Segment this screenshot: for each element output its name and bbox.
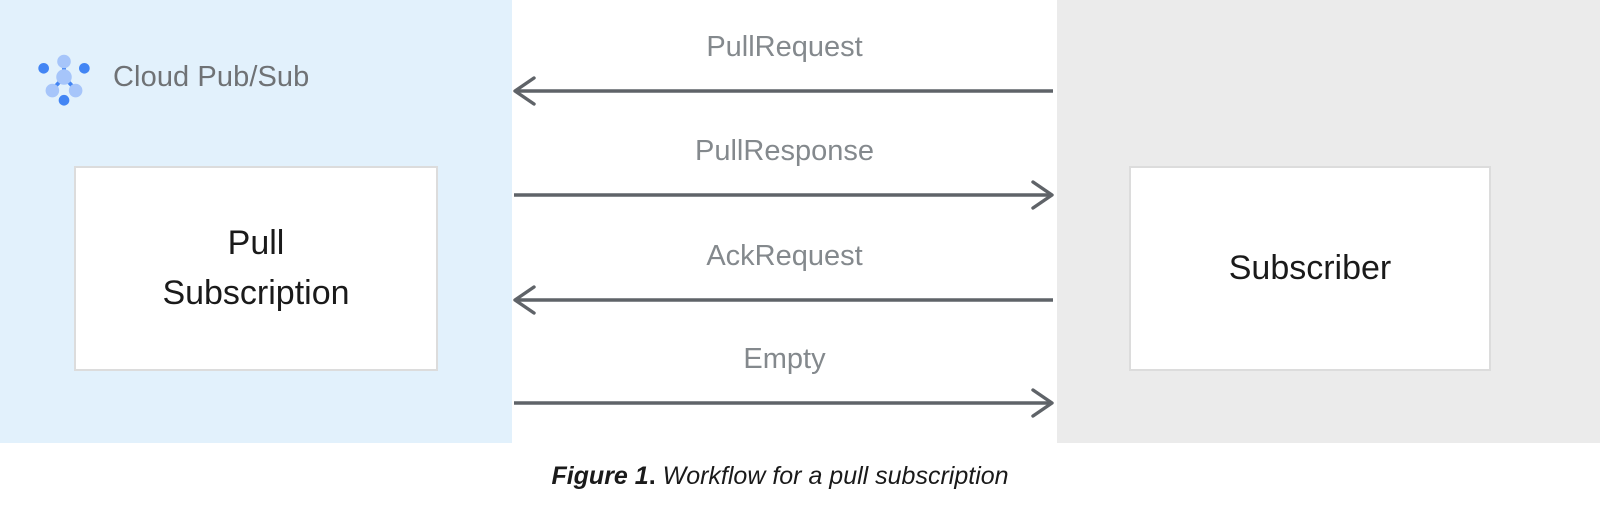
message-label-ackrequest: AckRequest	[706, 240, 863, 272]
cloud-pubsub-logo-icon	[38, 54, 90, 106]
message-label-empty: Empty	[743, 343, 826, 375]
arrow-left-ackrequest	[513, 285, 1053, 315]
pull-subscription-node: Pull Subscription	[74, 166, 438, 371]
arrow-left-pullrequest	[513, 76, 1053, 106]
message-label-pullresponse: PullResponse	[695, 135, 874, 167]
pull-subscription-label: Pull Subscription	[162, 224, 350, 312]
subscriber-node: Subscriber	[1129, 166, 1491, 371]
message-row-pullrequest: PullRequest	[512, 31, 1057, 107]
message-label-pullrequest: PullRequest	[706, 31, 863, 63]
figure-caption-number: Figure 1	[551, 462, 649, 490]
message-row-ackrequest: AckRequest	[512, 240, 1057, 316]
message-channel-area	[512, 0, 1057, 443]
arrow-right-pullresponse	[514, 180, 1054, 210]
figure-caption: Figure 1. Workflow for a pull subscripti…	[0, 462, 1560, 491]
message-row-pullresponse: PullResponse	[512, 135, 1057, 211]
figure-caption-separator: .	[648, 462, 656, 490]
cloud-pubsub-panel: Cloud Pub/Sub Pull Subscription	[0, 0, 512, 443]
arrow-right-empty	[514, 388, 1054, 418]
cloud-pubsub-brand-label: Cloud Pub/Sub	[113, 60, 310, 93]
subscriber-panel: Subscriber	[1057, 0, 1600, 443]
cloud-pubsub-brand: Cloud Pub/Sub	[33, 46, 309, 108]
subscriber-label: Subscriber	[1228, 248, 1392, 287]
figure-caption-text: Workflow for a pull subscription	[662, 462, 1009, 490]
message-row-empty: Empty	[512, 343, 1057, 419]
